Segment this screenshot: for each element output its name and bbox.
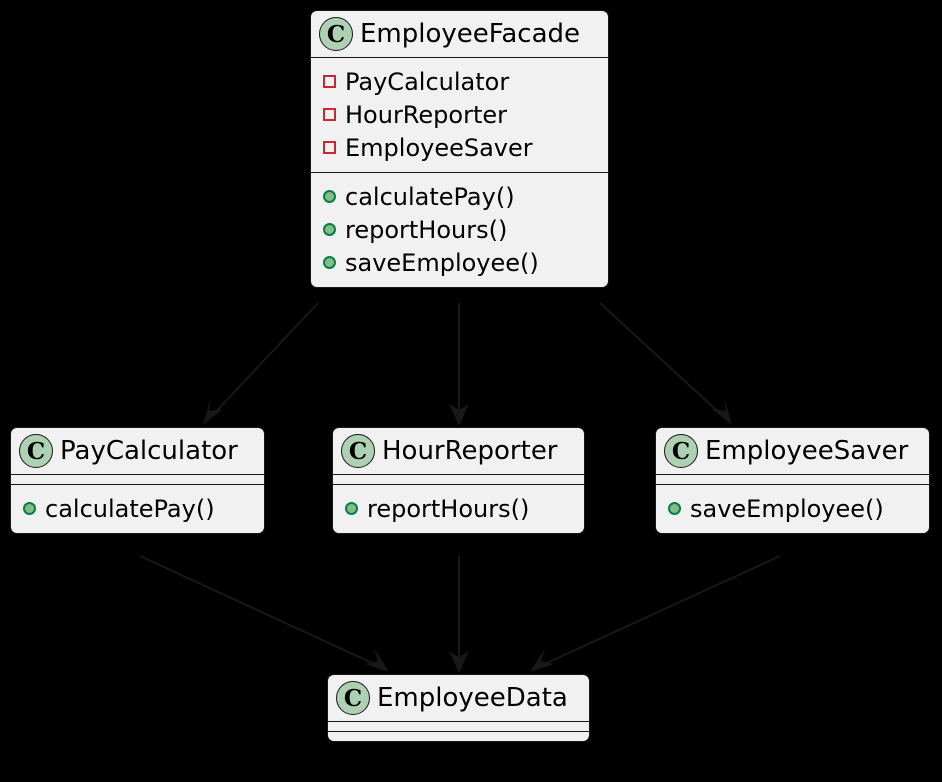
edge-facade-to-employeesaver	[599, 302, 728, 421]
class-name-label: EmployeeSaver	[705, 436, 909, 466]
attribute-label: EmployeeSaver	[345, 133, 533, 162]
class-header-paycalculator: C PayCalculator	[11, 428, 264, 474]
arrowhead-hourreporter	[449, 404, 469, 426]
method-row: reportHours()	[323, 213, 598, 246]
arrowhead-paycalculator	[203, 397, 223, 425]
private-field-icon	[323, 75, 336, 88]
class-name-label: HourReporter	[382, 436, 558, 466]
class-box-paycalculator[interactable]: C PayCalculator calculatePay()	[10, 427, 265, 534]
class-box-employeefacade[interactable]: C EmployeeFacade PayCalculator HourRepor…	[310, 10, 609, 288]
edge-facade-to-paycalculator	[207, 302, 319, 421]
method-label: reportHours()	[345, 215, 508, 244]
method-label: reportHours()	[367, 494, 530, 523]
class-header-employeedata: C EmployeeData	[328, 675, 589, 721]
method-label: saveEmployee()	[690, 494, 884, 523]
class-c-icon: C	[319, 17, 353, 51]
private-field-icon	[323, 108, 336, 121]
arrowhead-employeedata-center	[449, 651, 469, 673]
attribute-label: PayCalculator	[345, 67, 510, 96]
arrowhead-employeedata-left	[365, 648, 389, 672]
attributes-compartment-hourreporter	[333, 474, 584, 484]
methods-compartment-employeefacade: calculatePay() reportHours() saveEmploye…	[311, 172, 608, 287]
class-header-hourreporter: C HourReporter	[333, 428, 584, 474]
class-name-label: PayCalculator	[60, 436, 238, 466]
methods-compartment-employeesaver: saveEmployee()	[656, 484, 929, 533]
edge-employeesaver-to-employeedata	[535, 555, 781, 669]
private-field-icon	[323, 141, 336, 154]
arrowhead-employeedata-right	[530, 648, 554, 672]
attributes-compartment-employeefacade: PayCalculator HourReporter EmployeeSaver	[311, 57, 608, 172]
class-name-label: EmployeeFacade	[360, 19, 580, 49]
method-label: calculatePay()	[345, 182, 515, 211]
method-row: calculatePay()	[23, 492, 254, 525]
class-c-icon: C	[336, 681, 370, 715]
method-row: saveEmployee()	[323, 246, 598, 279]
class-name-label: EmployeeData	[377, 683, 568, 713]
class-c-icon: C	[341, 434, 375, 468]
methods-compartment-employeedata	[328, 731, 589, 741]
class-box-employeesaver[interactable]: C EmployeeSaver saveEmployee()	[655, 427, 930, 534]
class-header-employeefacade: C EmployeeFacade	[311, 11, 608, 57]
arrowhead-employeesaver	[712, 397, 732, 425]
class-box-employeedata[interactable]: C EmployeeData	[327, 674, 590, 742]
edge-paycalculator-to-employeedata	[139, 555, 384, 669]
method-row: calculatePay()	[323, 180, 598, 213]
public-method-icon	[23, 502, 36, 515]
method-row: saveEmployee()	[668, 492, 919, 525]
public-method-icon	[323, 223, 336, 236]
attribute-label: HourReporter	[345, 100, 507, 129]
class-box-hourreporter[interactable]: C HourReporter reportHours()	[332, 427, 585, 534]
class-c-icon: C	[19, 434, 53, 468]
method-label: calculatePay()	[45, 494, 215, 523]
method-label: saveEmployee()	[345, 248, 539, 277]
attributes-compartment-employeedata	[328, 721, 589, 731]
public-method-icon	[323, 256, 336, 269]
method-row: reportHours()	[345, 492, 574, 525]
attribute-row: PayCalculator	[323, 65, 598, 98]
attribute-row: EmployeeSaver	[323, 131, 598, 164]
attribute-row: HourReporter	[323, 98, 598, 131]
public-method-icon	[345, 502, 358, 515]
methods-compartment-hourreporter: reportHours()	[333, 484, 584, 533]
public-method-icon	[668, 502, 681, 515]
class-header-employeesaver: C EmployeeSaver	[656, 428, 929, 474]
methods-compartment-paycalculator: calculatePay()	[11, 484, 264, 533]
attributes-compartment-employeesaver	[656, 474, 929, 484]
public-method-icon	[323, 190, 336, 203]
attributes-compartment-paycalculator	[11, 474, 264, 484]
class-c-icon: C	[664, 434, 698, 468]
